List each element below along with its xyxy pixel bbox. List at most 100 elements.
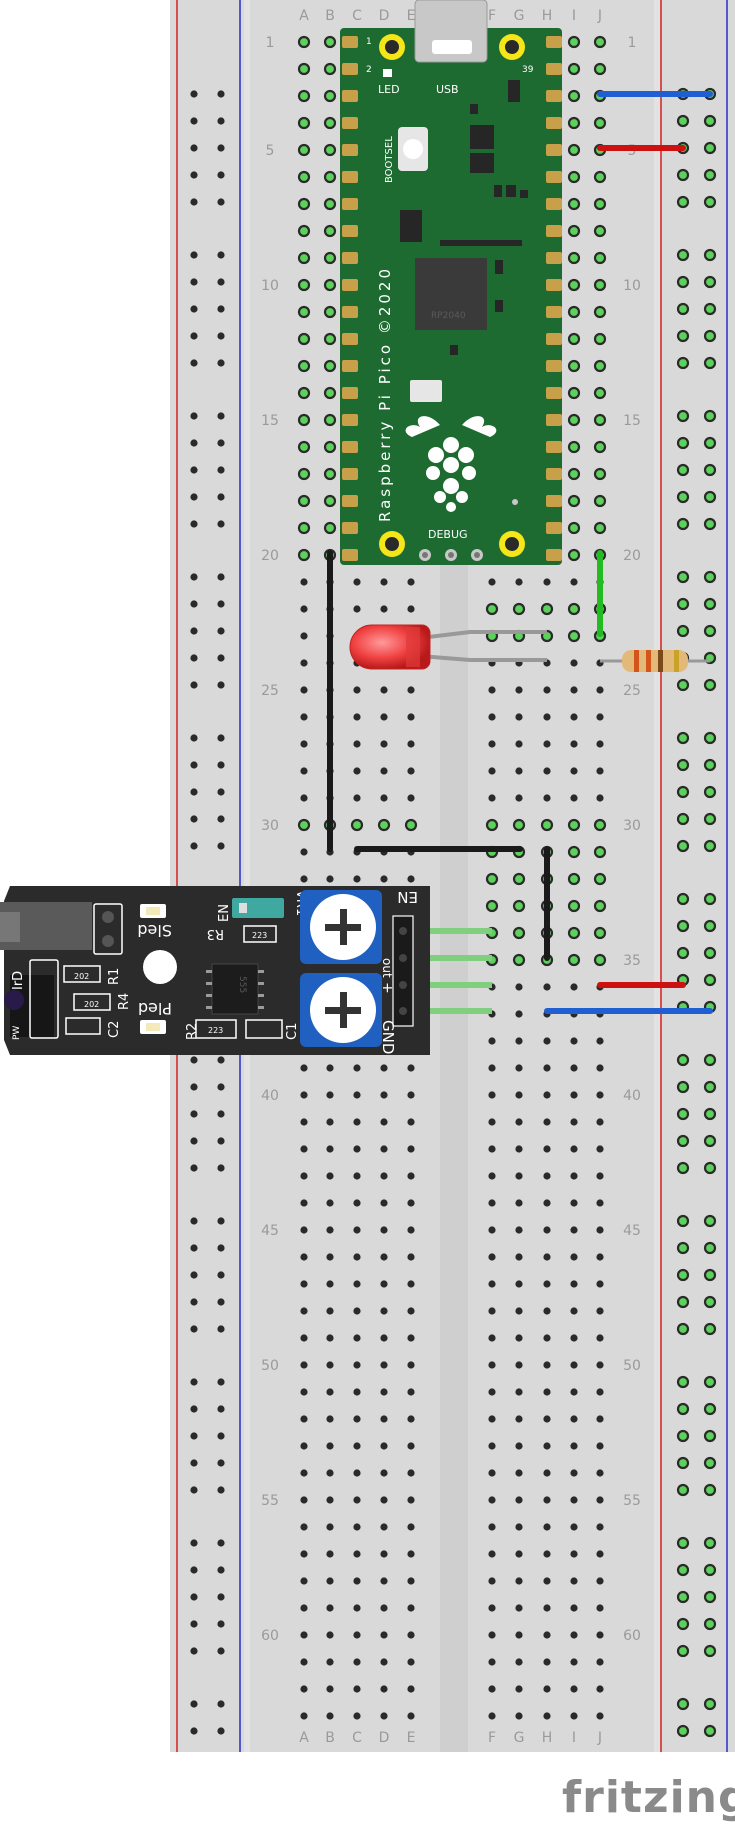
breadboard-hole[interactable] xyxy=(593,116,607,130)
breadboard-hole[interactable] xyxy=(515,767,523,775)
breadboard-hole[interactable] xyxy=(515,1280,523,1288)
breadboard-hole[interactable] xyxy=(596,1496,604,1504)
breadboard-hole[interactable] xyxy=(488,1658,496,1666)
rail-hole[interactable] xyxy=(217,1405,225,1413)
rail-hole[interactable] xyxy=(217,1325,225,1333)
rail-hole[interactable] xyxy=(676,758,690,772)
breadboard-hole[interactable] xyxy=(323,197,337,211)
breadboard-hole[interactable] xyxy=(543,1685,551,1693)
breadboard-hole[interactable] xyxy=(326,1388,334,1396)
rail-hole[interactable] xyxy=(190,1432,198,1440)
rail-hole[interactable] xyxy=(190,1217,198,1225)
breadboard-hole[interactable] xyxy=(570,1550,578,1558)
breadboard-hole[interactable] xyxy=(570,1037,578,1045)
rail-hole[interactable] xyxy=(676,919,690,933)
breadboard-hole[interactable] xyxy=(596,1253,604,1261)
breadboard-hole[interactable] xyxy=(407,605,415,613)
breadboard-hole[interactable] xyxy=(380,1523,388,1531)
breadboard-hole[interactable] xyxy=(512,818,526,832)
breadboard-hole[interactable] xyxy=(407,1442,415,1450)
breadboard-hole[interactable] xyxy=(596,1523,604,1531)
breadboard-hole[interactable] xyxy=(407,1523,415,1531)
rail-hole[interactable] xyxy=(676,275,690,289)
breadboard-hole[interactable] xyxy=(488,1604,496,1612)
potentiometer-bottom[interactable] xyxy=(300,973,382,1047)
rail-hole[interactable] xyxy=(676,1241,690,1255)
breadboard-hole[interactable] xyxy=(407,578,415,586)
breadboard-hole[interactable] xyxy=(543,1091,551,1099)
rail-hole[interactable] xyxy=(703,195,717,209)
rail-hole[interactable] xyxy=(190,90,198,98)
breadboard-hole[interactable] xyxy=(300,1226,308,1234)
breadboard-hole[interactable] xyxy=(300,740,308,748)
rail-hole[interactable] xyxy=(703,490,717,504)
breadboard-hole[interactable] xyxy=(488,1253,496,1261)
breadboard-hole[interactable] xyxy=(515,1415,523,1423)
breadboard-hole[interactable] xyxy=(593,413,607,427)
breadboard-hole[interactable] xyxy=(353,1280,361,1288)
rail-hole[interactable] xyxy=(703,892,717,906)
breadboard-hole[interactable] xyxy=(297,359,311,373)
breadboard-hole[interactable] xyxy=(567,548,581,562)
rail-hole[interactable] xyxy=(676,409,690,423)
breadboard-hole[interactable] xyxy=(488,1631,496,1639)
rail-hole[interactable] xyxy=(190,1164,198,1172)
rail-hole[interactable] xyxy=(676,1322,690,1336)
pico-board[interactable]: 1 2 39 LED USB BOOTSEL RP2040 xyxy=(340,0,562,565)
breadboard-hole[interactable] xyxy=(570,1172,578,1180)
breadboard-hole[interactable] xyxy=(570,686,578,694)
rail-hole[interactable] xyxy=(676,946,690,960)
breadboard-hole[interactable] xyxy=(543,740,551,748)
breadboard-hole[interactable] xyxy=(297,548,311,562)
breadboard-hole[interactable] xyxy=(567,35,581,49)
rail-hole[interactable] xyxy=(217,1486,225,1494)
breadboard-hole[interactable] xyxy=(380,1253,388,1261)
breadboard-hole[interactable] xyxy=(297,413,311,427)
breadboard-hole[interactable] xyxy=(596,794,604,802)
rail-hole[interactable] xyxy=(190,493,198,501)
breadboard-hole[interactable] xyxy=(543,1064,551,1072)
breadboard-hole[interactable] xyxy=(380,605,388,613)
rail-hole[interactable] xyxy=(190,412,198,420)
rail-hole[interactable] xyxy=(703,248,717,262)
rail-hole[interactable] xyxy=(676,195,690,209)
breadboard-hole[interactable] xyxy=(567,521,581,535)
breadboard-hole[interactable] xyxy=(593,35,607,49)
breadboard-hole[interactable] xyxy=(515,1523,523,1531)
breadboard-hole[interactable] xyxy=(326,1172,334,1180)
rail-hole[interactable] xyxy=(217,117,225,125)
breadboard-hole[interactable] xyxy=(297,62,311,76)
rail-hole[interactable] xyxy=(190,842,198,850)
rail-hole[interactable] xyxy=(676,839,690,853)
breadboard-hole[interactable] xyxy=(570,1496,578,1504)
rail-hole[interactable] xyxy=(217,1593,225,1601)
breadboard-hole[interactable] xyxy=(380,1712,388,1720)
breadboard-hole[interactable] xyxy=(570,1388,578,1396)
breadboard-hole[interactable] xyxy=(593,494,607,508)
rail-hole[interactable] xyxy=(703,1429,717,1443)
breadboard-hole[interactable] xyxy=(570,1145,578,1153)
breadboard-hole[interactable] xyxy=(593,170,607,184)
breadboard-hole[interactable] xyxy=(353,1712,361,1720)
breadboard-hole[interactable] xyxy=(297,197,311,211)
breadboard-hole[interactable] xyxy=(326,1334,334,1342)
breadboard-hole[interactable] xyxy=(300,605,308,613)
rail-hole[interactable] xyxy=(217,734,225,742)
breadboard-hole[interactable] xyxy=(596,1550,604,1558)
rail-hole[interactable] xyxy=(217,1727,225,1735)
breadboard-hole[interactable] xyxy=(326,1145,334,1153)
breadboard-hole[interactable] xyxy=(326,1442,334,1450)
breadboard-hole[interactable] xyxy=(570,1064,578,1072)
breadboard-hole[interactable] xyxy=(300,1334,308,1342)
breadboard-hole[interactable] xyxy=(407,1415,415,1423)
rail-hole[interactable] xyxy=(703,1161,717,1175)
rail-hole[interactable] xyxy=(217,1217,225,1225)
breadboard-hole[interactable] xyxy=(570,1469,578,1477)
breadboard-hole[interactable] xyxy=(515,740,523,748)
rail-hole[interactable] xyxy=(190,171,198,179)
rail-hole[interactable] xyxy=(217,1647,225,1655)
rail-hole[interactable] xyxy=(676,1053,690,1067)
breadboard-hole[interactable] xyxy=(543,1604,551,1612)
breadboard-hole[interactable] xyxy=(570,767,578,775)
ir-sensor-module[interactable]: Sled Pled 202 202 R1 R4 C2 IrD PW 555 22… xyxy=(0,886,430,1055)
